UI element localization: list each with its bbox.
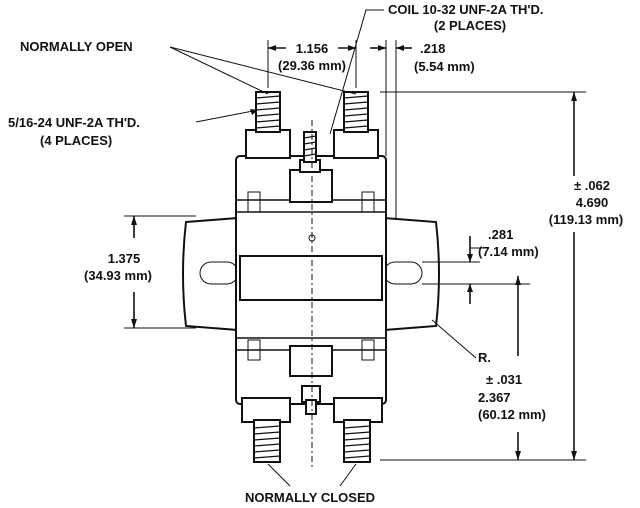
main-thread-places: (4 PLACES) <box>40 133 112 148</box>
overall-tolerance: ± .062 <box>574 178 610 193</box>
stud-bottom-left <box>241 397 291 463</box>
solenoid-body <box>235 155 387 405</box>
dimension-lines <box>124 9 586 487</box>
mounting-bracket <box>182 216 440 332</box>
radius-label: R. <box>478 350 491 365</box>
slot-width-mm: (7.14 mm) <box>478 244 539 259</box>
coil-cap-bottom <box>289 345 333 377</box>
stud-top-left <box>245 91 291 159</box>
coil-thread-label: COIL 10-32 UNF-2A TH'D. <box>388 2 544 17</box>
stud-top-right <box>333 91 379 159</box>
overall-height-dim: 4.690 <box>576 195 609 210</box>
normally-closed-label: NORMALLY CLOSED <box>245 490 375 505</box>
coil-band <box>239 255 383 301</box>
stud-spacing-mm: (29.36 mm) <box>278 58 346 73</box>
overall-height-mm: (119.13 mm) <box>549 212 623 227</box>
coil-cap-top <box>289 169 333 203</box>
mount-height-dim: 1.375 <box>108 251 141 266</box>
coil-offset-mm: (5.54 mm) <box>414 59 475 74</box>
mount-height-mm: (34.93 mm) <box>84 268 152 283</box>
stud-bottom-right <box>333 397 383 463</box>
lower-height-dim: 2.367 <box>478 390 511 405</box>
coil-thread-places: (2 PLACES) <box>434 18 506 33</box>
slot-width-dim: .281 <box>488 227 513 242</box>
main-thread-label: 5/16-24 UNF-2A TH'D. <box>8 115 140 130</box>
lower-height-mm: (60.12 mm) <box>478 407 546 422</box>
coil-terminal-top <box>299 131 321 173</box>
lower-tolerance: ± .031 <box>486 372 522 387</box>
stud-spacing-dim: 1.156 <box>296 41 329 56</box>
coil-offset-dim: .218 <box>420 41 445 56</box>
normally-open-label: NORMALLY OPEN <box>20 39 133 54</box>
coil-terminal-bottom <box>301 385 321 415</box>
labels: NORMALLY OPEN NORMALLY CLOSED COIL 10-32… <box>8 2 623 505</box>
